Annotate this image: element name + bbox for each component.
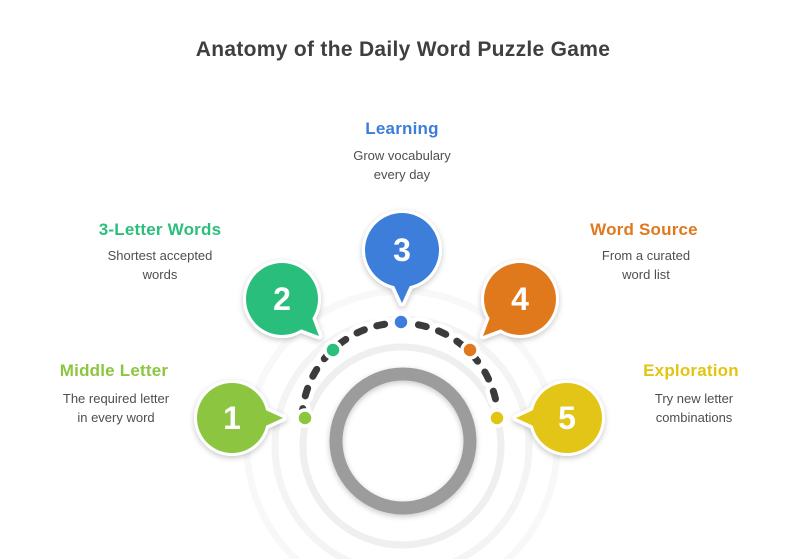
step-4-bubble-circle: [484, 263, 556, 335]
step-3-dot: [391, 312, 411, 332]
step-1-number: 1: [223, 400, 241, 436]
step-4-bubble: 4: [479, 260, 559, 340]
step-4-number: 4: [511, 281, 529, 317]
step-4-dot: [460, 340, 480, 360]
step-5-description: Try new letter combinations: [655, 390, 733, 428]
step-1-bubble: 1: [194, 380, 287, 456]
page-title: Anatomy of the Daily Word Puzzle Game: [195, 38, 611, 61]
step-5-description-line2: combinations: [655, 409, 733, 425]
decorative-ring-inner: [299, 343, 505, 549]
step-2-dot: [323, 340, 343, 360]
step-2-bubble-circle: [246, 263, 318, 335]
step-2-label: 3-Letter Words: [98, 220, 222, 239]
step-3-bubble-circle: [365, 213, 439, 287]
step-2-description-line1: Shortest accepted: [107, 248, 213, 263]
step-5-description-line1: Try new letter: [654, 391, 734, 406]
step-4-description-line2: word list: [622, 266, 670, 282]
step-1-label: Middle Letter: [59, 361, 169, 380]
center-ring: [329, 367, 477, 515]
step-4-description-line1: From a curated: [601, 248, 691, 263]
step-2-description-line2: words: [142, 266, 178, 282]
center-ring-group: [323, 361, 483, 521]
step-1-description-line2: in every word: [77, 409, 155, 425]
step-3-description: Grow vocabulary every day: [353, 147, 451, 185]
step-5-bubble: 5: [512, 380, 605, 456]
step-3-bubble: 3: [362, 210, 442, 307]
step-3-label: Learning: [365, 119, 439, 138]
step-1-description-line1: The required letter: [62, 391, 170, 406]
step-5-label: Exploration: [643, 361, 739, 380]
step-3-description-line2: every day: [373, 166, 431, 182]
step-4-description: From a curated word list: [602, 247, 690, 285]
decorative-ring-middle: [271, 315, 533, 559]
step-2-number: 2: [273, 281, 291, 317]
step-1-description: The required letter in every word: [63, 390, 169, 428]
step-3-description-line1: Grow vocabulary: [353, 148, 451, 163]
step-2-bubble: 2: [243, 260, 323, 340]
step-4-label: Word Source: [590, 220, 698, 239]
step-5-bubble-circle: [532, 383, 602, 453]
step-5-number: 5: [558, 400, 576, 436]
timeline-dots: [295, 312, 507, 428]
step-2-description: Shortest accepted words: [108, 247, 213, 285]
step-1-dot: [295, 408, 315, 428]
step-3-number: 3: [393, 232, 411, 268]
step-1-bubble-circle: [197, 383, 267, 453]
step-5-dot: [487, 408, 507, 428]
